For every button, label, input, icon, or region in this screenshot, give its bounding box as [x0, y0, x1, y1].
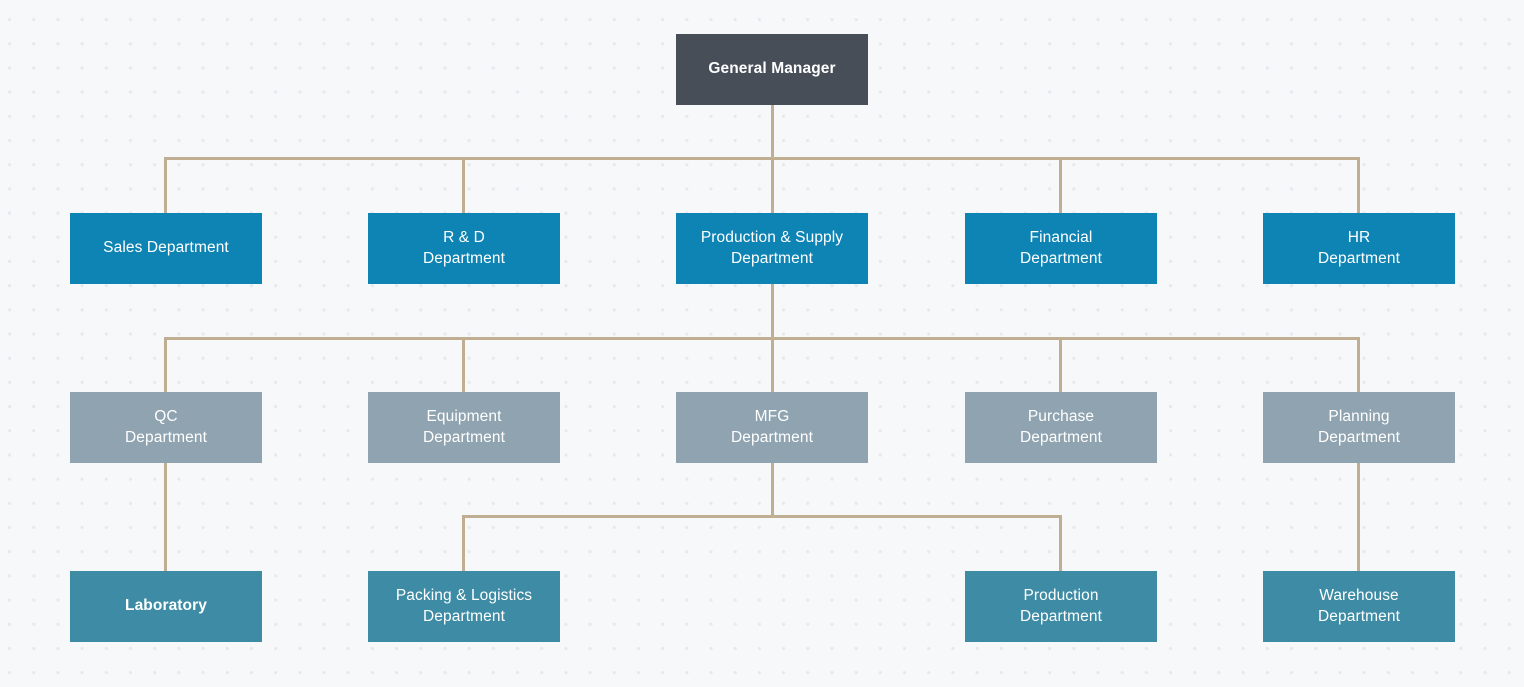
node-financial-department[interactable]: Financial Department	[965, 213, 1157, 284]
node-label: General Manager	[708, 60, 836, 78]
node-label: Planning Department	[1318, 408, 1400, 446]
connector-gm-to-financial	[1059, 157, 1062, 213]
connector-qc-to-laboratory	[164, 463, 167, 573]
node-packing-logistics-department[interactable]: Packing & Logistics Department	[368, 571, 560, 642]
node-rnd-department[interactable]: R & D Department	[368, 213, 560, 284]
node-production-supply-department[interactable]: Production & Supply Department	[676, 213, 868, 284]
connector-mfg-to-production	[1059, 515, 1062, 573]
connector-gm-bus	[164, 157, 1360, 160]
node-planning-department[interactable]: Planning Department	[1263, 392, 1455, 463]
connector-gm-to-hr	[1357, 157, 1360, 213]
node-label: Production & Supply Department	[700, 229, 844, 267]
connector-production-supply-bus	[164, 337, 1360, 340]
connector-gm-to-sales	[164, 157, 167, 213]
node-label: Equipment Department	[423, 408, 505, 446]
node-mfg-department[interactable]: MFG Department	[676, 392, 868, 463]
node-label: HR Department	[1318, 229, 1400, 267]
node-qc-department[interactable]: QC Department	[70, 392, 262, 463]
node-laboratory[interactable]: Laboratory	[70, 571, 262, 642]
node-general-manager[interactable]: General Manager	[676, 34, 868, 105]
node-label: Sales Department	[103, 239, 229, 257]
node-label: QC Department	[125, 408, 207, 446]
node-label: Purchase Department	[1020, 408, 1102, 446]
connector-ps-to-purchase	[1059, 337, 1062, 392]
node-label: Financial Department	[1020, 229, 1102, 267]
node-production-department[interactable]: Production Department	[965, 571, 1157, 642]
node-equipment-department[interactable]: Equipment Department	[368, 392, 560, 463]
node-label: R & D Department	[423, 229, 505, 267]
connector-production-supply-stem	[771, 284, 774, 340]
node-label: Warehouse Department	[1318, 587, 1400, 625]
node-label: Production Department	[1020, 587, 1102, 625]
connector-gm-to-production-supply	[771, 157, 774, 213]
node-hr-department[interactable]: HR Department	[1263, 213, 1455, 284]
connector-ps-to-planning	[1357, 337, 1360, 392]
connector-mfg-bus	[462, 515, 1062, 518]
node-purchase-department[interactable]: Purchase Department	[965, 392, 1157, 463]
connector-planning-to-warehouse	[1357, 463, 1360, 573]
connector-gm-to-rnd	[462, 157, 465, 213]
connector-ps-to-equipment	[462, 337, 465, 392]
connector-gm-stem	[771, 105, 774, 160]
node-label: Laboratory	[125, 597, 207, 615]
connector-mfg-to-packing-logistics	[462, 515, 465, 573]
node-sales-department[interactable]: Sales Department	[70, 213, 262, 284]
connector-ps-to-qc	[164, 337, 167, 392]
connector-mfg-stem	[771, 463, 774, 518]
connector-ps-to-mfg	[771, 337, 774, 392]
node-label: MFG Department	[731, 408, 813, 446]
node-label: Packing & Logistics Department	[395, 587, 533, 625]
node-warehouse-department[interactable]: Warehouse Department	[1263, 571, 1455, 642]
